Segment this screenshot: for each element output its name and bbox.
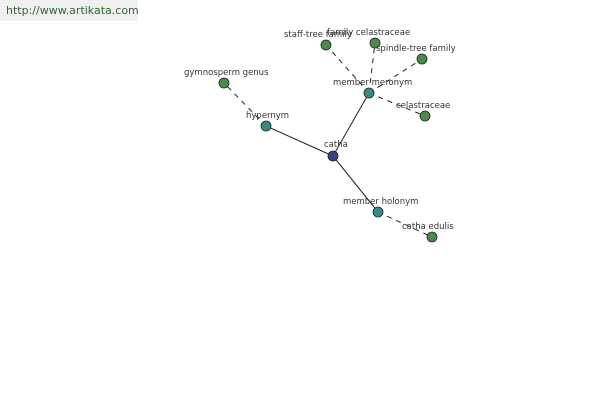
- node-label-member-meronym[interactable]: member meronym: [333, 78, 412, 88]
- label-layer: catha hypernym member meronym member holony…: [184, 28, 456, 232]
- edge-catha-to-member-holonym: [332, 155, 379, 213]
- edge-member-meronym-to-celastraceae: [368, 92, 426, 117]
- url-badge: http://www.artikata.com: [0, 0, 139, 21]
- node-spindle-tree-family[interactable]: [416, 53, 428, 65]
- edge-member-meronym-to-family-celastraceae: [368, 42, 376, 94]
- node-member-meronym[interactable]: [363, 87, 375, 99]
- edge-catha-to-member-meronym: [332, 92, 370, 157]
- node-celastraceae[interactable]: [419, 110, 431, 122]
- node-hypernym[interactable]: [260, 120, 272, 132]
- edge-layer: [223, 42, 433, 238]
- node-label-catha[interactable]: catha: [324, 140, 348, 150]
- node-gymnosperm-genus[interactable]: [218, 77, 230, 89]
- node-staff-tree-family[interactable]: [320, 39, 332, 51]
- node-label-hypernym[interactable]: hypernym: [246, 111, 289, 121]
- edge-catha-to-hypernym: [265, 125, 334, 157]
- node-family-celastraceae[interactable]: [369, 37, 381, 49]
- edge-hypernym-to-gymnosperm-genus: [223, 82, 267, 127]
- node-label-family-celastraceae[interactable]: family celastraceae: [327, 28, 410, 38]
- edge-member-meronym-to-spindle-tree-family: [368, 58, 423, 94]
- node-label-spindle-tree-family[interactable]: spindle-tree family: [376, 44, 456, 54]
- node-label-member-holonym[interactable]: member holonym: [343, 197, 418, 207]
- source-url[interactable]: http://www.artikata.com: [6, 4, 139, 17]
- node-label-staff-tree-family[interactable]: staff-tree family: [284, 30, 352, 40]
- node-label-celastraceae[interactable]: celastraceae: [396, 101, 450, 111]
- node-catha[interactable]: [327, 150, 339, 162]
- node-layer: [218, 37, 438, 243]
- node-catha-edulis[interactable]: [426, 231, 438, 243]
- node-label-catha-edulis[interactable]: catha edulis: [402, 222, 454, 232]
- node-label-gymnosperm-genus[interactable]: gymnosperm genus: [184, 68, 269, 78]
- node-member-holonym[interactable]: [372, 206, 384, 218]
- edge-member-meronym-to-staff-tree-family: [325, 44, 370, 94]
